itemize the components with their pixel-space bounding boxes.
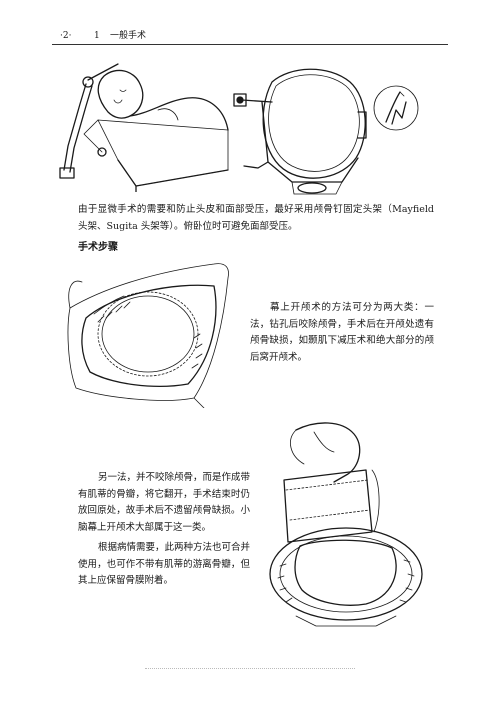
section-heading: 手术步骤 xyxy=(78,242,118,253)
craniotomy-window-illustration xyxy=(67,263,229,408)
bone-flap-illustration xyxy=(269,422,423,627)
head-clamp-illustration xyxy=(233,68,367,195)
page-number: ·2· xyxy=(60,31,72,41)
combined-method-paragraph: 根据病情需要，此两种方法也可合并使用，也可作不带有肌蒂的游离骨瓣，但其上应保留骨… xyxy=(78,542,251,586)
intro-paragraph: 由于显微手术的需要和防止头皮和面部受压，最好采用颅骨钉固定头架（Mayfield… xyxy=(78,204,434,232)
chapter-number: 1 xyxy=(94,31,100,41)
page-footer-rule xyxy=(145,668,355,669)
method-two-paragraph: 另一法，并不咬除颅骨，而是作成带有肌蒂的骨瓣，将它翻开，手术结束时仍放回原处，故… xyxy=(78,472,251,533)
running-header: ·2· 1 一般手术 xyxy=(52,28,448,45)
supine-patient-illustration xyxy=(59,63,229,192)
chapter-title: 一般手术 xyxy=(110,31,147,41)
pin-detail-illustration xyxy=(373,85,419,131)
method-one-paragraph: 幕上开颅术的方法可分为两大类：一法，钻孔后咬除颅骨，手术后在开颅处遗有颅骨缺损，… xyxy=(250,302,434,363)
